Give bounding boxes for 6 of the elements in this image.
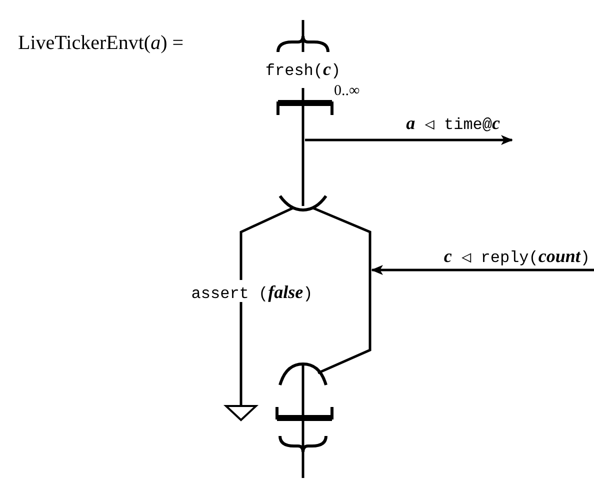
message-label: a ◁ time@c <box>406 114 500 133</box>
multiplicity-label: 0..∞ <box>334 84 360 99</box>
message-label: c ◁ reply(count) <box>444 247 590 266</box>
process-definition-title: LiveTickerEnvt(a) = <box>18 33 184 53</box>
process-label: fresh(c) <box>265 60 341 79</box>
assertion-label: assert (false) <box>191 283 313 302</box>
